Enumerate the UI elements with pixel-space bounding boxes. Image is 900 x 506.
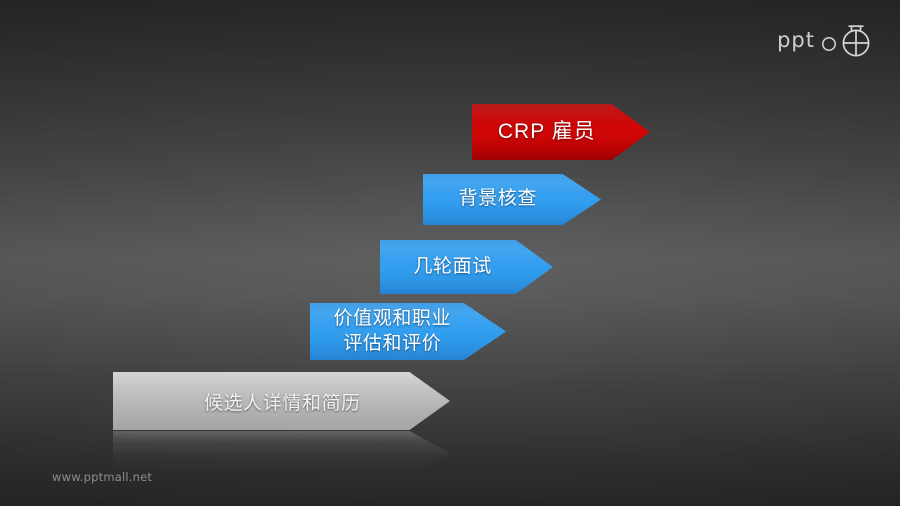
funnel-step-label: 几轮面试 bbox=[413, 255, 492, 277]
funnel-step-values-assessment[interactable]: 价值观和职业 评估和评价 bbox=[310, 303, 506, 360]
funnel-step-label: 价值观和职业 评估和评价 bbox=[333, 308, 452, 354]
funnel-step-interview-rounds[interactable]: 几轮面试 bbox=[380, 240, 553, 294]
funnel-step-reflection bbox=[113, 431, 450, 475]
funnel-step-crp-employee[interactable]: CRP 雇员 bbox=[472, 104, 650, 160]
pptmall-crosshair-icon bbox=[822, 25, 870, 57]
watermark-url: www.pptmall.net bbox=[52, 470, 153, 484]
funnel-step-label: 背景核查 bbox=[458, 188, 537, 210]
pptmall-logo: ppt bbox=[777, 22, 878, 58]
logo-text: ppt bbox=[777, 27, 815, 52]
funnel-step-label: 候选人详情和简历 bbox=[203, 392, 361, 414]
funnel-step-background-check[interactable]: 背景核查 bbox=[423, 174, 601, 225]
funnel-step-label: CRP 雇员 bbox=[497, 119, 596, 143]
funnel-step-candidate-details[interactable]: 候选人详情和简历 bbox=[113, 372, 450, 430]
